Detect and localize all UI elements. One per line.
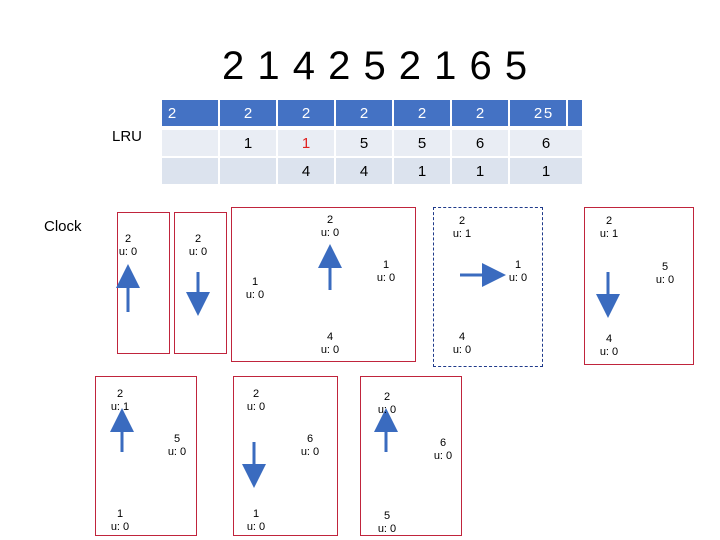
lru-cell: 2: [510, 100, 566, 126]
lru-header-edge: [568, 100, 582, 126]
lru-cell: 1: [452, 158, 508, 184]
lru-cell: 4: [336, 158, 392, 184]
lru-cell: 1: [220, 130, 276, 156]
lru-cell: 1: [510, 158, 582, 184]
lru-cell: 6: [510, 130, 582, 156]
lru-cell: 2: [394, 100, 450, 126]
lru-cell: [162, 130, 218, 156]
lru-cell: 2: [278, 100, 334, 126]
lru-cell: 5: [543, 104, 553, 122]
lru-header-spacer: [162, 100, 218, 126]
lru-cell: 2: [220, 100, 276, 126]
lru-cell: [162, 158, 218, 184]
lru-cell: 5: [336, 130, 392, 156]
clock-state-box: [233, 376, 338, 536]
lru-cell: 4: [278, 158, 334, 184]
clock-state-box: [584, 207, 694, 365]
clock-state-box: [174, 212, 227, 354]
lru-lead-cell-overlay: 2: [167, 104, 177, 122]
clock-label: Clock: [44, 218, 82, 235]
lru-cell: 2: [452, 100, 508, 126]
lru-cell: 2: [336, 100, 392, 126]
lru-cell: 1: [394, 158, 450, 184]
lru-cell: 5: [394, 130, 450, 156]
clock-state-box: [95, 376, 197, 536]
clock-state-box: [231, 207, 416, 362]
reference-string-title: 2 1 4 2 5 2 1 6 5: [222, 44, 529, 88]
lru-cell: [220, 158, 276, 184]
lru-cell: 6: [452, 130, 508, 156]
clock-state-box-current: [433, 207, 543, 367]
lru-label: LRU: [112, 128, 143, 145]
clock-state-box: [360, 376, 462, 536]
lru-cell: 1: [278, 130, 334, 156]
